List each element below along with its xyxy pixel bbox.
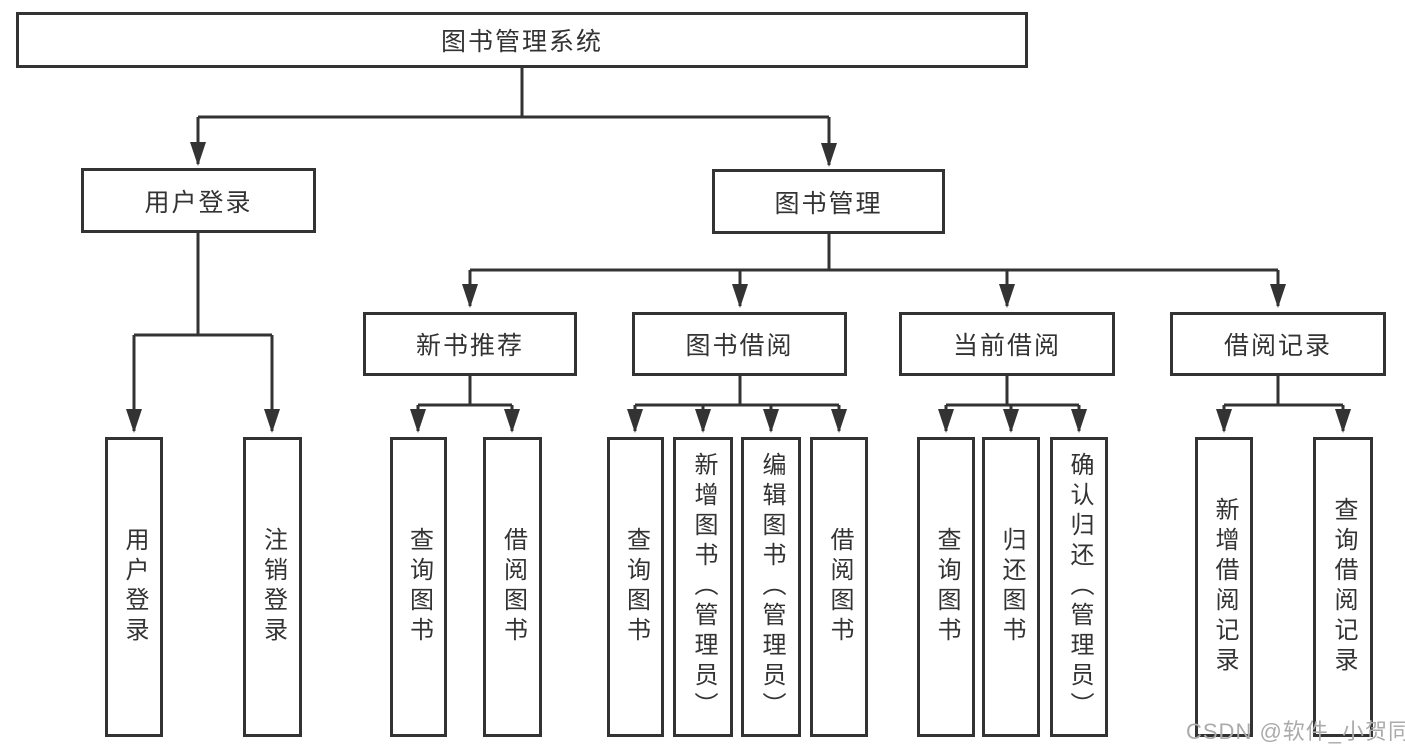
leaf-cb-return-books-label: 归还图书 bbox=[998, 527, 1025, 647]
leaf-br-add-record: 新增借阅记录 bbox=[1195, 437, 1253, 737]
node-current-borrowing: 当前借阅 bbox=[899, 312, 1115, 376]
node-user-login-label: 用户登录 bbox=[144, 188, 253, 217]
csdn-watermark: CSDN @软件_小贺同学 bbox=[1186, 719, 1405, 744]
leaf-nbr-query-books: 查询图书 bbox=[390, 437, 447, 737]
node-new-book-recommend-label: 新书推荐 bbox=[415, 332, 524, 360]
leaf-bb-query-books-label: 查询图书 bbox=[622, 527, 650, 647]
node-new-book-recommend: 新书推荐 bbox=[363, 312, 577, 376]
leaf-bb-add-books-admin: 新增图书（管理员） bbox=[673, 437, 733, 737]
node-current-borrowing-label: 当前借阅 bbox=[952, 332, 1061, 360]
node-book-borrowing: 图书借阅 bbox=[632, 312, 847, 376]
leaf-cb-query-books-label: 查询图书 bbox=[933, 527, 960, 647]
leaf-bb-borrow-books-label: 借阅图书 bbox=[826, 527, 853, 647]
leaf-nbr-query-books-label: 查询图书 bbox=[405, 527, 433, 647]
node-book-borrowing-label: 图书借阅 bbox=[685, 332, 794, 360]
leaf-br-query-record-label: 查询借阅记录 bbox=[1330, 497, 1357, 677]
leaf-cb-return-books: 归还图书 bbox=[982, 437, 1040, 737]
leaf-nbr-borrow-books-label: 借阅图书 bbox=[499, 527, 527, 647]
leaf-user-login-label: 用户登录 bbox=[121, 527, 148, 647]
leaf-bb-query-books: 查询图书 bbox=[607, 437, 664, 737]
leaf-bb-borrow-books: 借阅图书 bbox=[810, 437, 868, 737]
node-book-management: 图书管理 bbox=[712, 169, 945, 234]
node-root-label: 图书管理系统 bbox=[440, 28, 603, 56]
leaf-br-add-record-label: 新增借阅记录 bbox=[1211, 497, 1238, 677]
node-root: 图书管理系统 bbox=[16, 12, 1028, 68]
leaf-logout-label: 注销登录 bbox=[259, 527, 287, 647]
node-borrow-records: 借阅记录 bbox=[1170, 312, 1386, 376]
leaf-cb-confirm-return-admin-label: 确认归还（管理员） bbox=[1066, 452, 1093, 722]
leaf-bb-edit-books-admin-label: 编辑图书（管理员） bbox=[758, 452, 785, 722]
leaf-br-query-record: 查询借阅记录 bbox=[1313, 437, 1373, 737]
leaf-logout: 注销登录 bbox=[243, 437, 302, 737]
leaf-cb-query-books: 查询图书 bbox=[917, 437, 975, 737]
leaf-bb-add-books-admin-label: 新增图书（管理员） bbox=[690, 452, 717, 722]
leaf-bb-edit-books-admin: 编辑图书（管理员） bbox=[741, 437, 801, 737]
node-user-login: 用户登录 bbox=[81, 168, 316, 233]
node-borrow-records-label: 借阅记录 bbox=[1223, 332, 1332, 360]
leaf-nbr-borrow-books: 借阅图书 bbox=[483, 437, 542, 737]
node-book-management-label: 图书管理 bbox=[774, 189, 883, 218]
leaf-user-login: 用户登录 bbox=[105, 437, 163, 737]
leaf-cb-confirm-return-admin: 确认归还（管理员） bbox=[1050, 437, 1108, 737]
